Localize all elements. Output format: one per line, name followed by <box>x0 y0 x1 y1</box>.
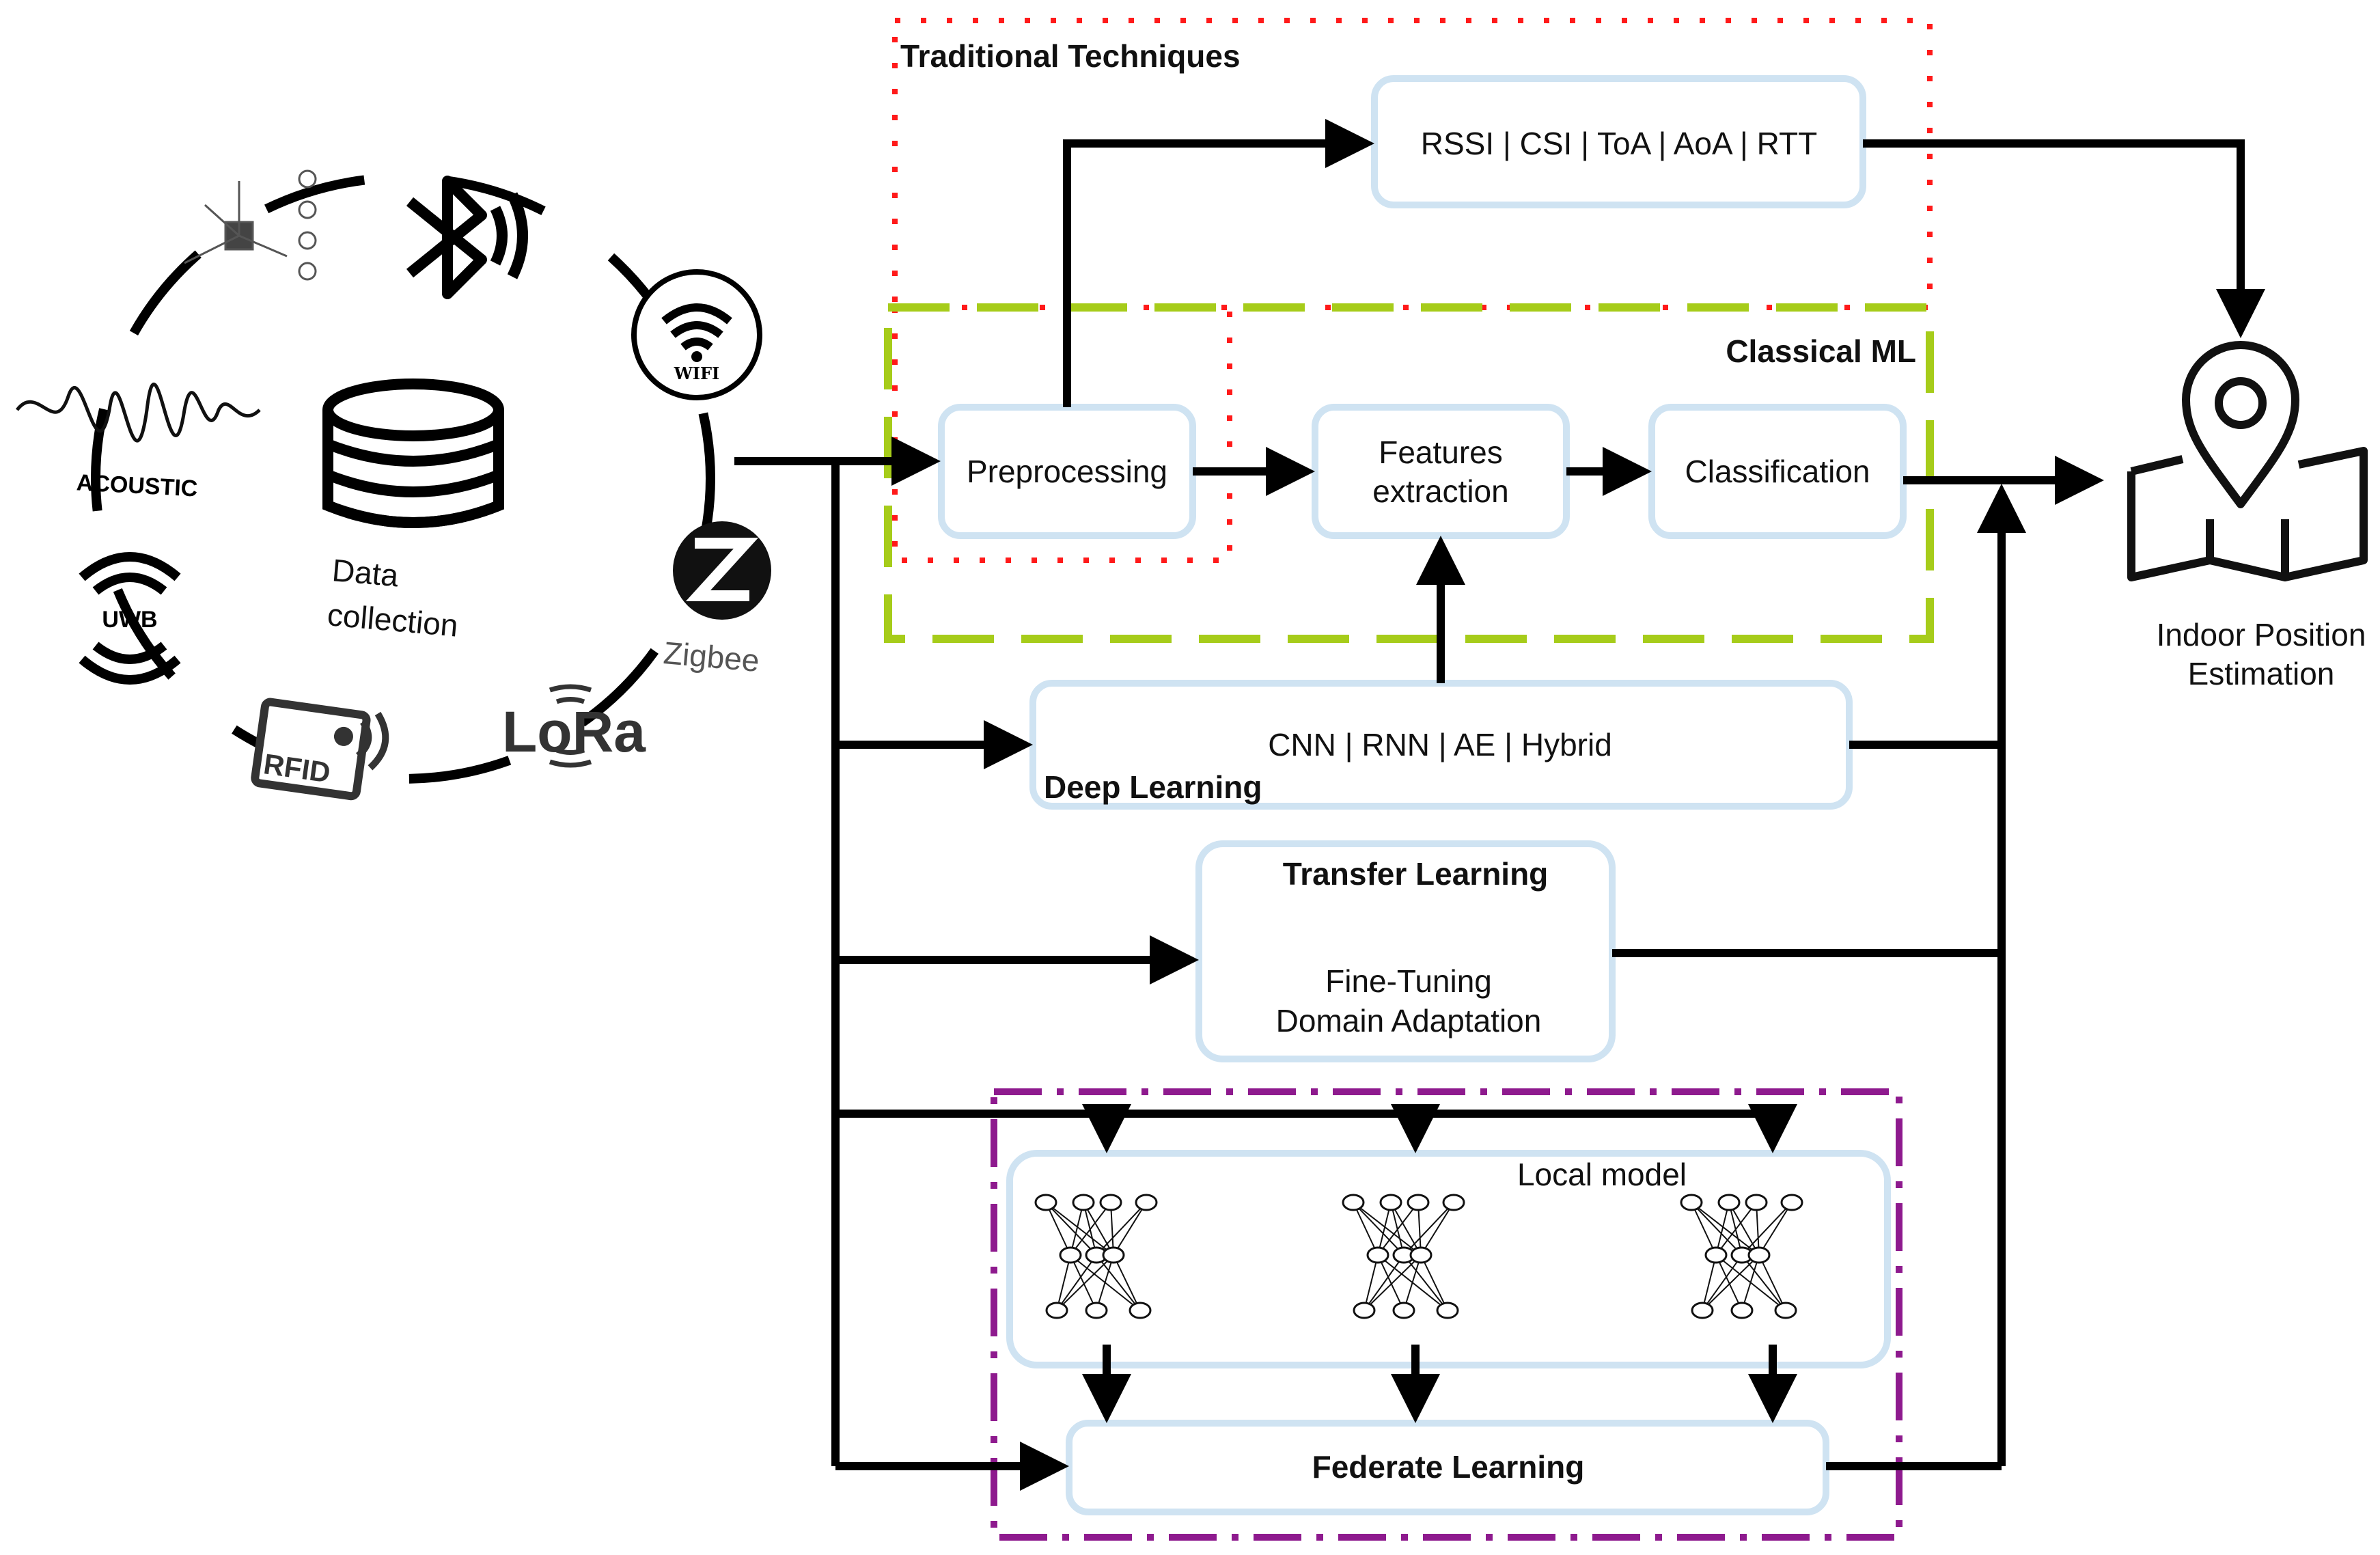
features-extraction-label-1: Features <box>1379 435 1503 470</box>
traditional-preprocessing-region <box>892 307 1232 563</box>
local-model-title: Local model <box>1517 1157 1687 1192</box>
output-label-1: Indoor Position <box>2157 617 2366 652</box>
federated-learning-group <box>991 1088 1902 1541</box>
uwb-label: UWB <box>102 607 157 633</box>
neural-network-icon <box>1680 1194 1803 1319</box>
traditional-techniques-title: Traditional Techniques <box>900 38 1241 74</box>
preprocessing-label: Preprocessing <box>967 454 1167 489</box>
classical-ml-title: Classical ML <box>1726 333 1916 369</box>
classification-box <box>1648 404 1907 539</box>
lora-icon: LoRa <box>502 684 646 768</box>
transfer-learning-title: Transfer Learning <box>1283 856 1549 892</box>
acoustic-icon: ACOUSTIC <box>16 382 261 502</box>
database-icon <box>322 379 504 528</box>
imu-sensor-icon <box>184 169 317 281</box>
data-collection-label-2: collection <box>326 596 460 644</box>
acoustic-label: ACOUSTIC <box>76 469 198 501</box>
bluetooth-icon <box>406 176 528 299</box>
wifi-label: WIFI <box>674 363 719 383</box>
federate-learning-label: Federate Learning <box>1312 1449 1585 1485</box>
flow-connectors <box>734 119 2265 1491</box>
deep-learning-title: Deep Learning <box>1044 769 1262 805</box>
fine-tuning-label: Fine-Tuning <box>1325 963 1492 999</box>
zigbee-label: Zigbee <box>662 635 761 678</box>
features-extraction-label-2: extraction <box>1372 473 1508 509</box>
data-collection-ring <box>91 173 715 784</box>
wifi-icon: WIFI <box>631 269 762 400</box>
traditional-methods-label: RSSI | CSI | ToA | AoA | RTT <box>1421 126 1817 161</box>
lora-label: LoRa <box>502 700 646 764</box>
local-model-box <box>1006 1150 1891 1368</box>
domain-adaptation-label: Domain Adaptation <box>1276 1003 1542 1038</box>
classical-ml-group <box>884 303 1934 643</box>
preprocessing-to-traditional-arrow <box>1063 119 1374 407</box>
neural-network-icon <box>1034 1194 1158 1319</box>
deep-learning-methods-label: CNN | RNN | AE | Hybrid <box>1268 727 1612 762</box>
neural-network-icon <box>1342 1194 1465 1319</box>
rfid-icon: RFID <box>251 698 389 801</box>
location-map-icon <box>2127 341 2368 581</box>
zigbee-icon: Zigbee <box>662 521 771 678</box>
uwb-icon: UWB <box>79 552 181 685</box>
traditional-to-output-arrow <box>1863 139 2265 338</box>
features-extraction-box <box>1312 404 1570 539</box>
data-collection-label-1: Data <box>331 552 400 593</box>
classification-label: Classification <box>1685 454 1870 489</box>
output-label-2: Estimation <box>2188 656 2335 691</box>
